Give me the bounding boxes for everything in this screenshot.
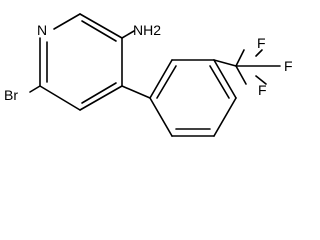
bond-c4-c5-inner	[81, 82, 117, 104]
atom-label-bromo: Br	[4, 87, 18, 103]
bond-ar3-ar4-inner	[209, 65, 230, 99]
bond-ar6-ar1	[149, 97, 173, 137]
bond-c6-br	[29, 85, 41, 93]
atom-label-f-right: F	[284, 58, 293, 74]
bond-c2-c3	[79, 13, 123, 39]
bond-c4-aryl	[121, 85, 151, 99]
bond-c-f-top-long	[255, 49, 263, 57]
bond-c4-c5	[79, 85, 123, 111]
bond-ar4-ar5	[213, 97, 237, 137]
benzene-ring	[149, 59, 237, 137]
bond-c-f-top	[235, 49, 245, 67]
pyridine-ring	[39, 13, 123, 111]
bond-c-f-bottom	[235, 65, 247, 85]
bond-ar3-cf3	[213, 59, 237, 67]
atom-label-f-bottom: F	[258, 82, 267, 98]
bond-n1-c2	[53, 13, 81, 30]
molecule-structure: N NH2 Br F F F	[4, 13, 293, 137]
bond-c2-c3-inner	[81, 20, 117, 42]
bond-c-f-bottom-long	[255, 75, 267, 85]
structure-canvas: N NH2 Br F F F	[4, 13, 293, 137]
bond-ar3-ar4	[213, 59, 237, 99]
bond-ar1-ar2-inner	[156, 65, 177, 99]
bond-ar1-ar2	[149, 59, 173, 99]
trifluoromethyl-group	[213, 49, 281, 85]
bond-c5-c6	[39, 85, 81, 111]
atom-label-n-ring: N	[37, 22, 47, 38]
atom-label-amine: NH2	[133, 22, 161, 38]
atom-label-f-top: F	[257, 35, 266, 51]
bond-c3-nh2	[121, 30, 135, 39]
